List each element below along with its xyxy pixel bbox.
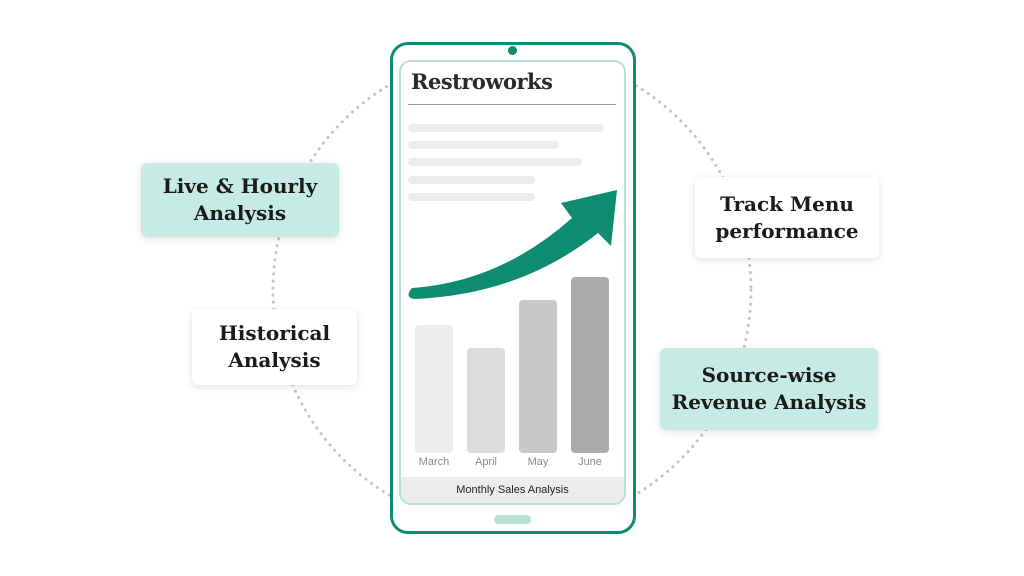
chart-title: Monthly Sales Analysis bbox=[401, 477, 624, 503]
placeholder-line bbox=[408, 141, 559, 149]
feature-historical: Historical Analysis bbox=[192, 309, 357, 385]
logo: Restroworks bbox=[411, 69, 553, 94]
bar-may bbox=[519, 300, 557, 453]
placeholder-line bbox=[408, 158, 582, 166]
bar-april bbox=[467, 348, 505, 453]
bar-label: March bbox=[418, 456, 450, 468]
feature-label: Source-wise Revenue Analysis bbox=[671, 363, 867, 414]
feature-label: Track Menu performance bbox=[715, 191, 859, 243]
bar-march bbox=[415, 325, 453, 453]
bar-label: April bbox=[474, 456, 497, 468]
placeholder-line bbox=[408, 193, 535, 201]
bar-june bbox=[571, 277, 609, 453]
camera-dot bbox=[508, 46, 517, 55]
feature-label: Live & Hourly Analysis bbox=[162, 174, 318, 225]
placeholder-line bbox=[408, 176, 535, 184]
feature-label: Historical Analysis bbox=[218, 321, 331, 372]
placeholder-line bbox=[408, 124, 604, 132]
bar-label: June bbox=[578, 456, 602, 468]
feature-live-hourly: Live & Hourly Analysis bbox=[141, 163, 339, 237]
divider bbox=[408, 104, 616, 105]
feature-source-wise: Source-wise Revenue Analysis bbox=[660, 348, 878, 430]
feature-track-menu: Track Menu performance bbox=[695, 177, 879, 258]
bar-label: May bbox=[527, 456, 549, 468]
home-button bbox=[494, 515, 531, 524]
